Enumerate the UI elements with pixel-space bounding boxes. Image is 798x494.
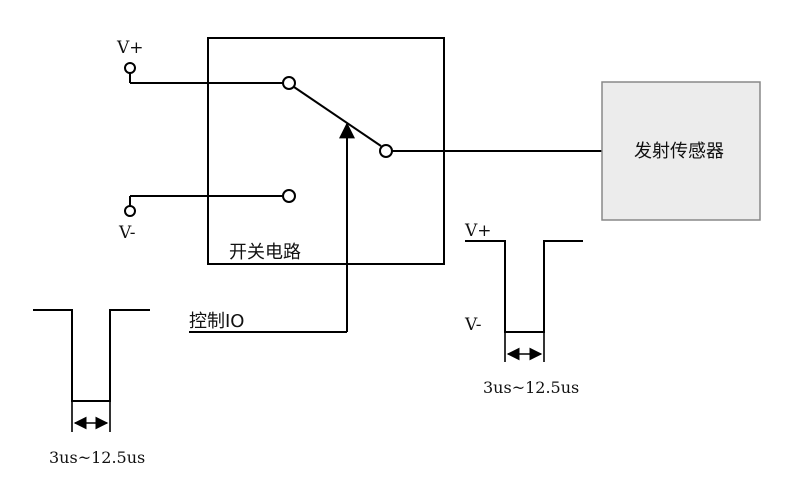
v-plus-label: V+	[116, 38, 144, 58]
pulse-v-plus-label: V+	[464, 221, 492, 241]
pulse-v-minus-label: V-	[464, 315, 481, 335]
v-minus-label: V-	[118, 223, 135, 243]
switch-contact-top	[282, 76, 296, 90]
v-minus-terminal	[124, 205, 136, 217]
v-plus-terminal	[124, 62, 136, 74]
pulse-waveform-left	[33, 309, 150, 402]
pulse-waveform-right	[465, 240, 583, 333]
control-io-label: 控制IO	[189, 311, 244, 332]
switch-arm	[293, 86, 382, 147]
switch-contact-bottom	[282, 189, 296, 203]
sensor-label: 发射传感器	[634, 141, 724, 162]
switch-circuit-label: 开关电路	[229, 242, 301, 263]
switch-common-contact	[379, 144, 393, 158]
pulse-width-label-left: 3us~12.5us	[49, 448, 145, 467]
sensor-box	[601, 81, 761, 221]
pulse-width-label-right: 3us~12.5us	[483, 378, 579, 397]
